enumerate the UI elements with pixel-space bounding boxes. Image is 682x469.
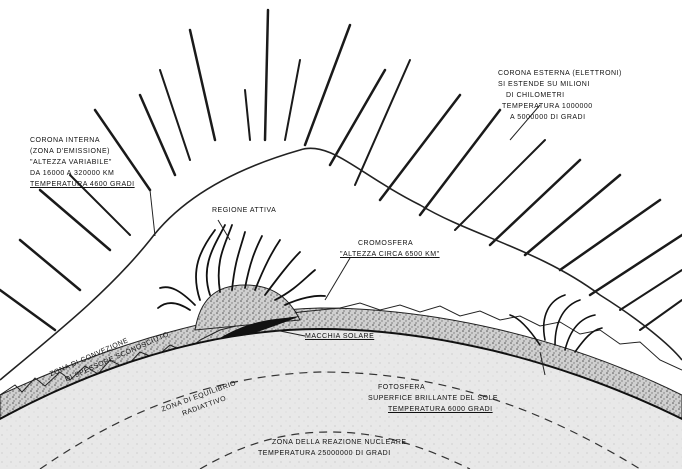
label-zona-reazione: ZONA DELLA REAZIONE NUCLEARE TEMPERATURA… xyxy=(258,437,407,459)
label-macchia-solare: MACCHIA SOLARE xyxy=(305,331,374,342)
label-corona-esterna: CORONA ESTERNA (ELETTRONI) SI ESTENDE SU… xyxy=(498,68,622,123)
label-corona-interna: CORONA INTERNA (ZONA D'EMISSIONE) "ALTEZ… xyxy=(30,135,135,190)
label-regione-attiva: REGIONE ATTIVA xyxy=(212,205,276,216)
label-fotosfera: FOTOSFERA SUPERFICE BRILLANTE DEL SOLE T… xyxy=(368,382,498,415)
label-cromosfera: CROMOSFERA "ALTEZZA CIRCA 6500 Km" xyxy=(340,238,440,260)
